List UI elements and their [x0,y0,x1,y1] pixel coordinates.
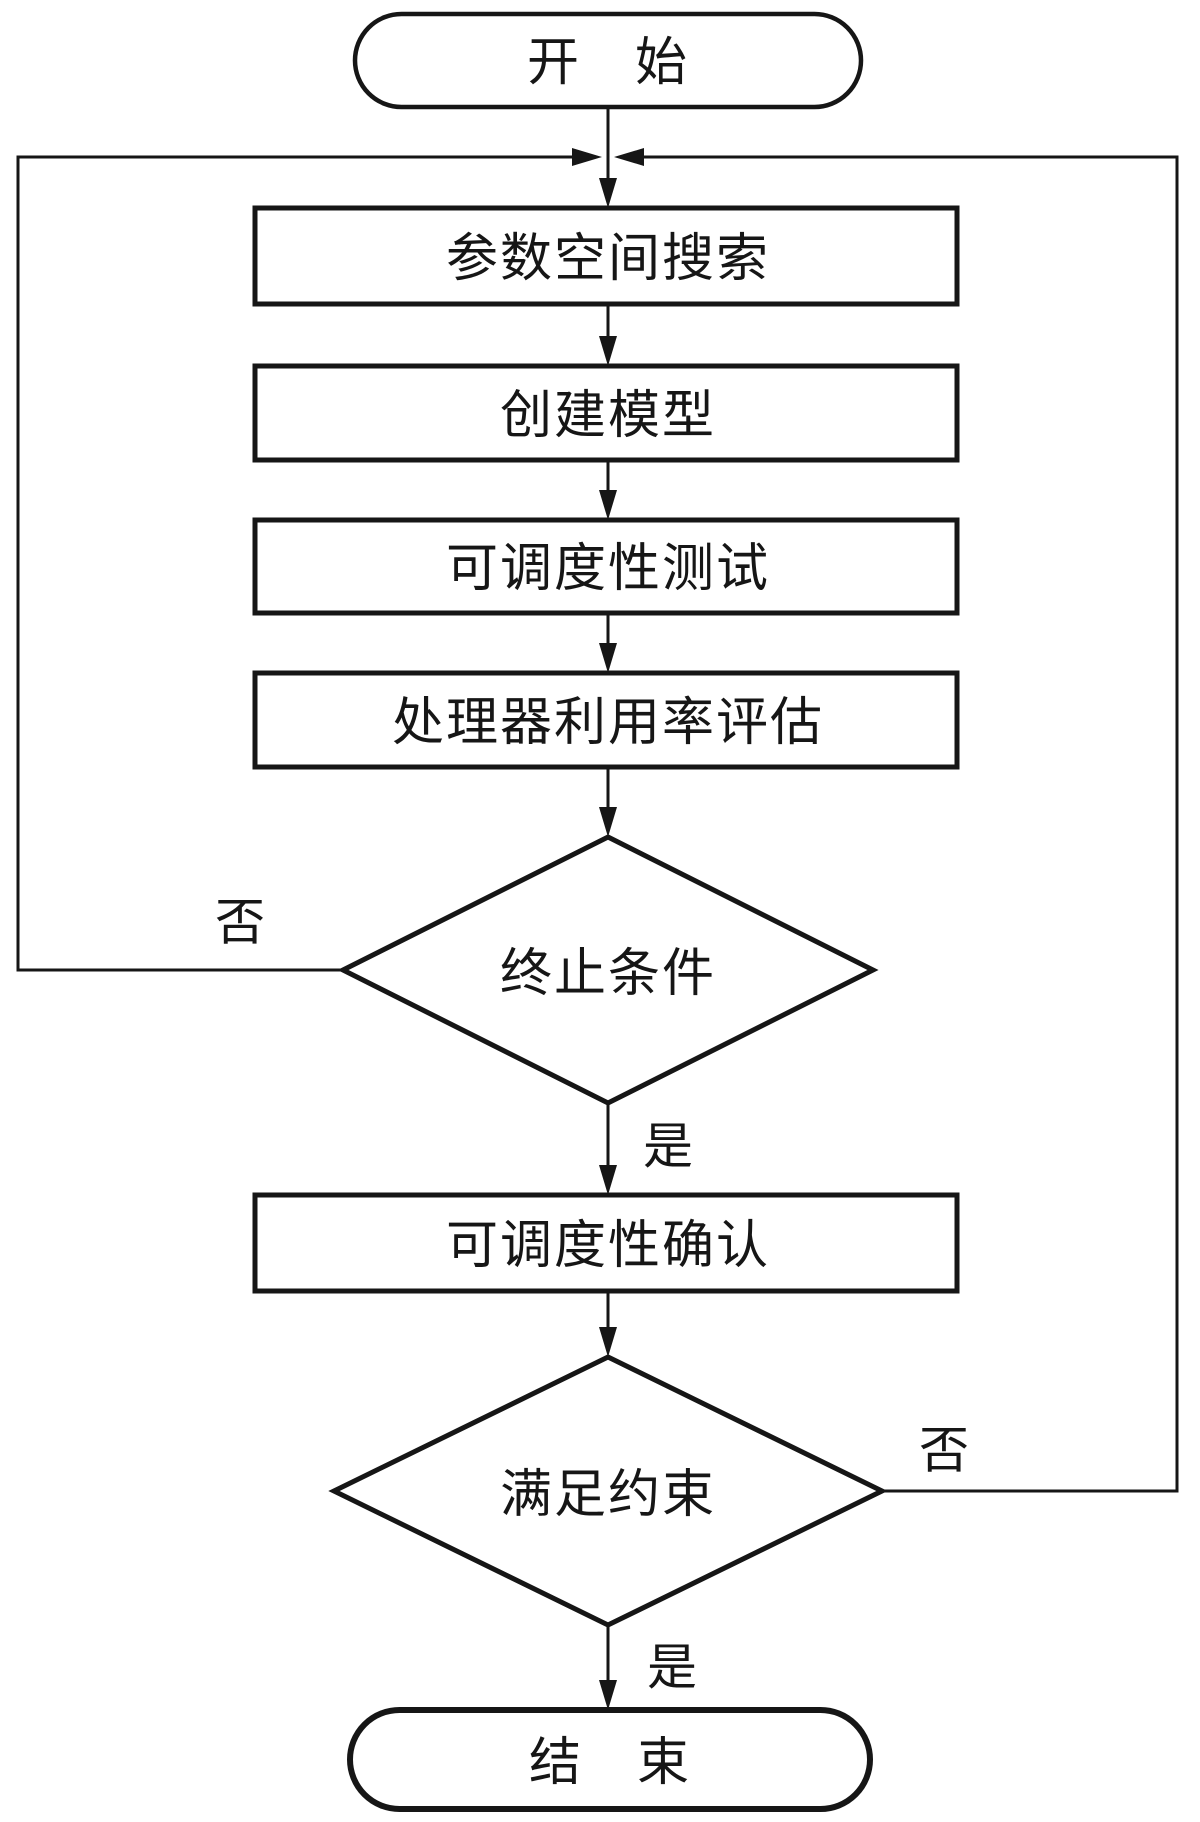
connectors [16,107,1179,1682]
branch-label-yes-constraint: 是 [647,1639,697,1697]
arrowhead-into-step4 [599,643,617,673]
edge-decision1-no-loopback [16,155,572,972]
edge-decision2-no-loopback [644,155,1179,1493]
process-box-label: 创建模型 [500,386,716,446]
process-box-label: 可调度性确认 [446,1216,770,1276]
node-decision-termination-condition: 终止条件 [337,834,879,1106]
node-decision-constraint-satisfied: 满足约束 [328,1354,888,1628]
start-label: 开 始 [527,33,689,93]
arrowhead-junction-from-right [614,148,644,166]
arrowhead-into-step1 [599,178,617,208]
branch-label-yes-termination: 是 [643,1118,693,1176]
node-processor-utilization-evaluation: 处理器利用率评估 [252,670,960,770]
arrowhead-into-step3 [599,490,617,520]
arrowhead-into-decision1 [599,807,617,837]
decision-diamond-shape [328,1354,888,1628]
node-create-model: 创建模型 [252,363,960,463]
decision-label: 满足约束 [500,1465,716,1525]
node-schedulability-test: 可调度性测试 [252,517,960,616]
start-terminator-shape [352,11,864,110]
arrowhead-into-decision2 [599,1327,617,1357]
process-box-shape [252,1192,960,1294]
process-box-label: 参数空间搜索 [446,229,770,289]
process-box-shape [252,205,960,307]
decision-label: 终止条件 [500,944,716,1004]
process-box-shape [252,517,960,616]
end-terminator-shape [347,1707,873,1812]
branch-label-no-constraint: 否 [919,1422,969,1480]
process-box-shape [252,363,960,463]
process-box-label: 处理器利用率评估 [392,693,824,753]
end-label: 结 束 [529,1733,691,1793]
process-box-label: 可调度性测试 [446,539,770,599]
arrowhead-into-end [599,1680,617,1710]
node-start: 开 始 [352,11,864,110]
process-box-shape [252,670,960,770]
arrowhead-junction-from-left [572,148,602,166]
arrowhead-into-step2 [599,336,617,366]
branch-label-no-termination: 否 [215,894,265,952]
node-parameter-space-search: 参数空间搜索 [252,205,960,307]
node-schedulability-confirmation: 可调度性确认 [252,1192,960,1294]
node-end: 结 束 [347,1707,873,1812]
arrowheads [572,148,644,1710]
decision-diamond-shape [337,834,879,1106]
arrowhead-into-confirm [599,1165,617,1195]
